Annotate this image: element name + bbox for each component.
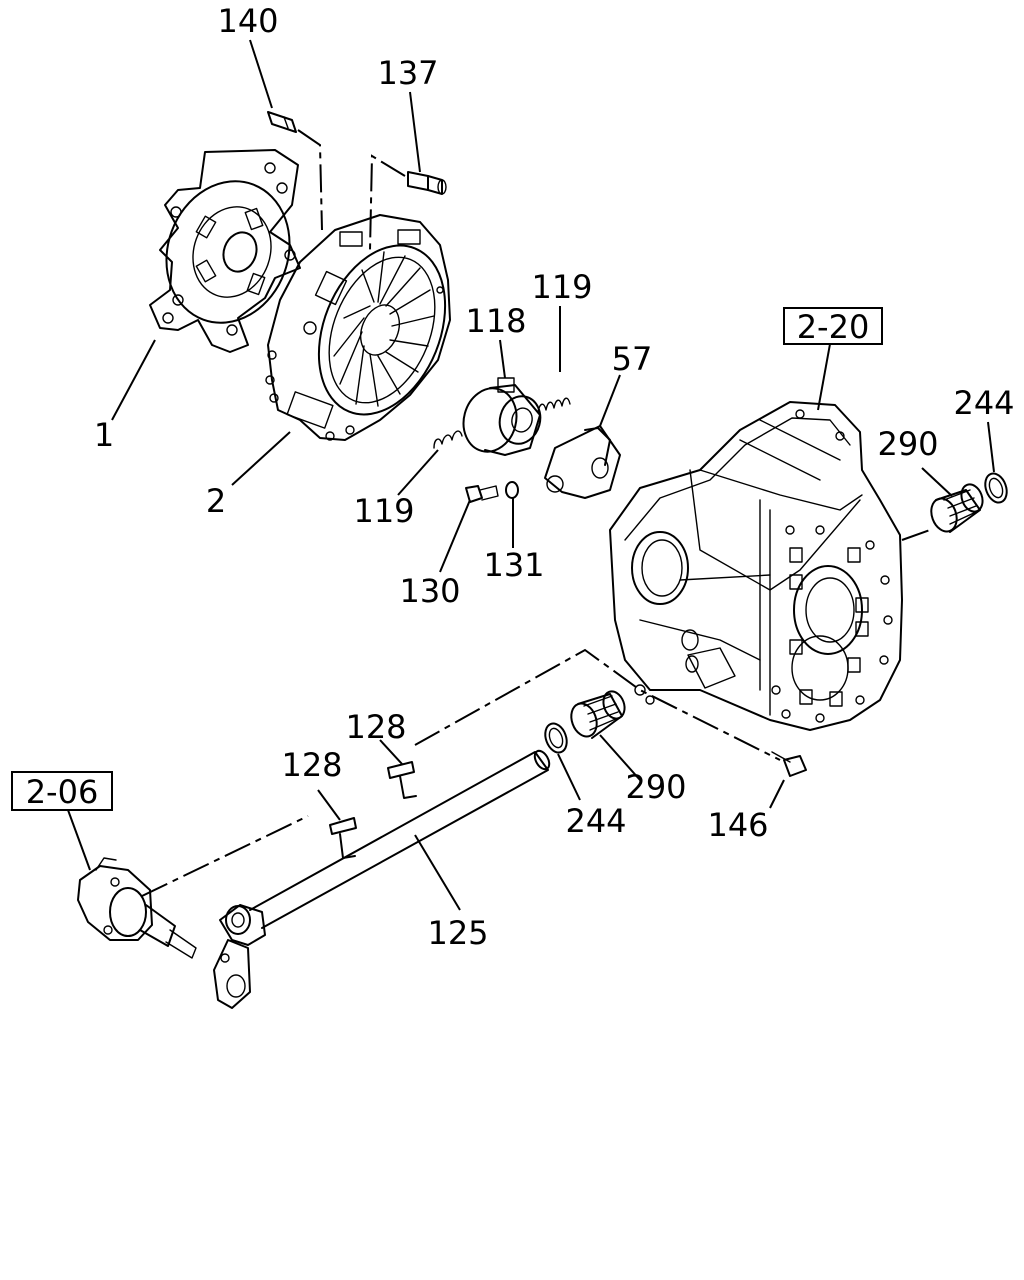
seal-244-right	[984, 472, 1008, 504]
label-140: 140	[217, 2, 278, 40]
leader-140	[249, 39, 273, 109]
ref-line-cylinder	[141, 815, 309, 897]
bolt-137	[407, 171, 447, 195]
ref-label-2-06: 2-06	[26, 773, 99, 811]
leader-128-lower	[317, 789, 341, 821]
leader-128-upper	[379, 739, 403, 765]
release-fork-57	[544, 425, 621, 499]
leader-1	[111, 339, 156, 421]
leader-2-06	[67, 809, 91, 871]
ref-line-137	[369, 154, 406, 251]
ref-line-shaft	[414, 648, 781, 761]
seal-244-lower	[544, 722, 568, 754]
label-119-bottom: 119	[353, 492, 414, 530]
key-128-lower	[329, 817, 357, 859]
label-131: 131	[483, 546, 544, 584]
leader-146	[769, 779, 785, 809]
leader-137	[409, 91, 421, 173]
leader-119-bottom	[397, 449, 439, 496]
bolt-130	[465, 485, 499, 503]
spring-119-bottom	[433, 430, 463, 449]
leader-2	[231, 431, 291, 486]
leader-244-lower	[557, 753, 581, 801]
pin-140	[267, 111, 297, 133]
ref-box-2-20: 2-20	[783, 307, 883, 346]
leader-57	[599, 374, 621, 427]
release-shaft-125	[213, 749, 551, 1009]
ref-box-2-06: 2-06	[11, 771, 113, 811]
spring-119-top	[537, 397, 571, 413]
label-125: 125	[427, 914, 488, 952]
label-244-lower: 244	[565, 802, 626, 840]
label-290-right: 290	[877, 425, 938, 463]
clutch-housing	[609, 401, 903, 731]
leader-130	[439, 499, 471, 573]
label-130: 130	[399, 572, 460, 610]
key-128-upper	[387, 761, 417, 799]
label-57: 57	[612, 340, 653, 378]
leader-125	[414, 834, 461, 911]
bolt-146	[771, 751, 807, 777]
label-1: 1	[94, 416, 114, 454]
label-244-right: 244	[953, 384, 1014, 422]
slave-cylinder	[77, 857, 197, 959]
leader-2-20	[817, 343, 831, 411]
label-128-upper: 128	[345, 708, 406, 746]
washer-131	[505, 481, 519, 499]
leader-118	[499, 339, 506, 379]
ref-line-140	[297, 129, 323, 231]
ref-label-2-20: 2-20	[797, 308, 870, 346]
needle-bearing-290-lower	[570, 690, 626, 739]
label-119-top: 119	[531, 268, 592, 306]
label-137: 137	[377, 54, 438, 92]
label-128-lower: 128	[281, 746, 342, 784]
leader-290-lower	[599, 734, 641, 781]
label-146: 146	[707, 806, 768, 844]
ref-line-housing-right	[901, 529, 931, 541]
label-2: 2	[206, 482, 226, 520]
label-118: 118	[465, 302, 526, 340]
needle-bearing-290-right	[930, 483, 984, 533]
release-bearing-118	[462, 377, 542, 456]
leader-290-right	[921, 467, 953, 497]
label-290-lower: 290	[625, 768, 686, 806]
clutch-disc	[149, 149, 301, 353]
pressure-plate	[265, 214, 451, 441]
leader-244-right	[987, 421, 995, 473]
